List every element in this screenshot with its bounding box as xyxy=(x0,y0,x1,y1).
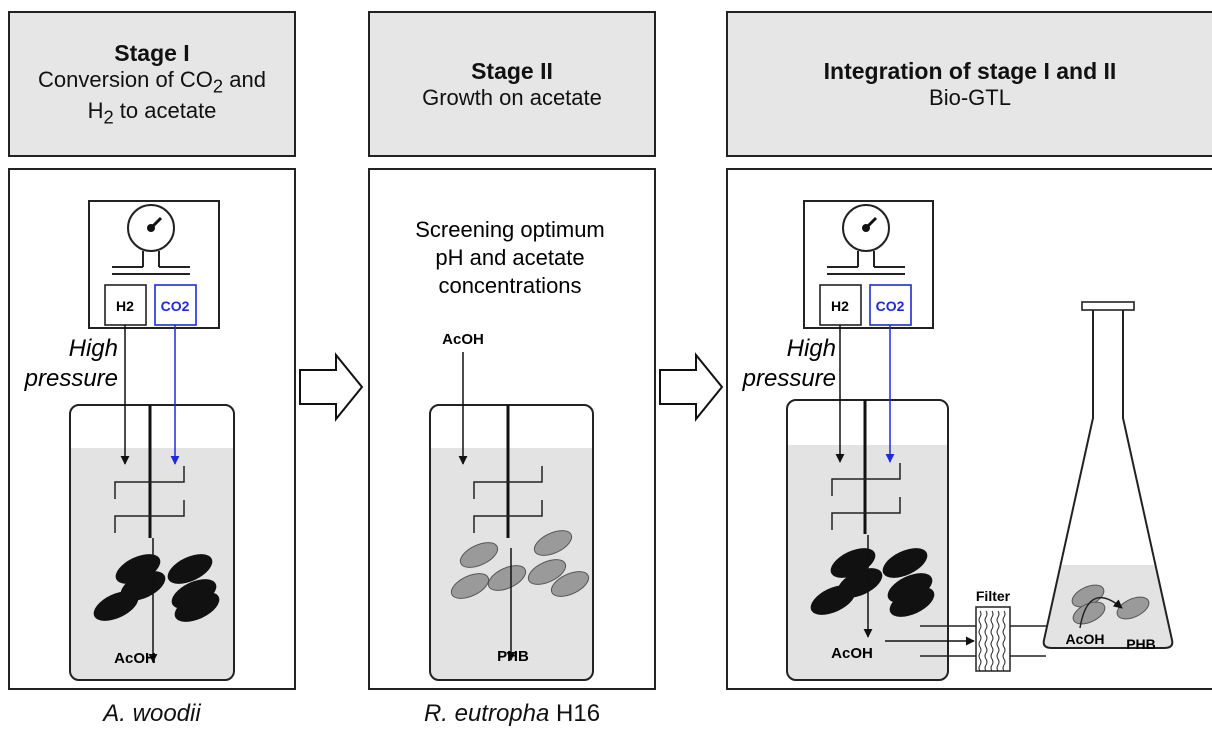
acetogen-cells xyxy=(810,548,935,617)
stage3-title: Integration of stage I and II xyxy=(823,57,1117,84)
stage1-product-label: AcOH xyxy=(114,650,156,667)
stage3-bioreactor: AcOH xyxy=(786,399,949,681)
transition-arrow-2 xyxy=(659,352,724,422)
stage2-header: Stage II Growth on acetate xyxy=(368,11,656,157)
co2-cylinder xyxy=(154,284,197,326)
stage1-pressure-line1: High xyxy=(69,335,118,362)
stage2-subtitle: Growth on acetate xyxy=(422,84,602,110)
impeller-blade xyxy=(831,497,901,530)
stage2-organism: R. eutropha H16 xyxy=(423,700,601,727)
stage2-product-label: PHB xyxy=(497,648,529,665)
stage3-gas-supply: H2 CO2 xyxy=(803,200,934,329)
stage2-title: Stage II xyxy=(471,57,553,84)
stage1-pressure-line2: pressure xyxy=(24,365,118,392)
h2-cylinder xyxy=(104,284,147,326)
impeller-blade xyxy=(114,466,185,499)
stage1-gas-supply: H2 CO2 xyxy=(88,200,220,329)
filter-label: Filter xyxy=(976,588,1011,604)
erlenmeyer-flask: AcOH PHB xyxy=(1042,301,1174,652)
stage3-pressure-line1: High xyxy=(787,335,836,362)
stage1-organism: A. woodii xyxy=(103,700,201,727)
co2-label: CO2 xyxy=(876,298,905,314)
ralstonia-cells xyxy=(1071,584,1150,625)
screening-text-line3: concentrations xyxy=(438,273,581,298)
impeller-blade xyxy=(831,463,901,496)
h2-label: H2 xyxy=(116,298,134,314)
impeller-blade xyxy=(114,500,185,533)
screening-text-line1: Screening optimum xyxy=(415,217,605,242)
stage1-header: Stage I Conversion of CO2 and H2 to acet… xyxy=(8,11,296,157)
flask-stopper xyxy=(1081,301,1135,311)
flask-product-label: PHB xyxy=(1126,636,1156,652)
filter-unit: Filter xyxy=(975,588,1011,672)
screening-text-line2: pH and acetate xyxy=(435,245,584,270)
impeller-blade xyxy=(473,466,543,499)
stage1-title: Stage I xyxy=(114,40,190,67)
co2-label: CO2 xyxy=(161,298,190,314)
stage1-subtitle-line1: Conversion of CO2 and xyxy=(38,67,266,97)
stage3-header: Integration of stage I and II Bio-GTL xyxy=(726,11,1212,157)
stage3-pressure-line2: pressure xyxy=(742,365,836,392)
h2-label: H2 xyxy=(831,298,849,314)
stage3-reactor-product: AcOH xyxy=(831,645,873,662)
transition-arrow-1 xyxy=(299,352,364,422)
stage2-feed-label: AcOH xyxy=(442,331,484,348)
stage2-bioreactor: PHB xyxy=(429,404,594,681)
ralstonia-cells xyxy=(450,530,590,599)
impeller-blade xyxy=(473,500,543,533)
stage3-subtitle: Bio-GTL xyxy=(929,84,1011,110)
acetogen-cells xyxy=(93,554,220,622)
flask-feed-label: AcOH xyxy=(1066,631,1105,647)
stage1-bioreactor: AcOH xyxy=(69,404,235,681)
stage1-subtitle-line2: H2 to acetate xyxy=(87,98,217,128)
